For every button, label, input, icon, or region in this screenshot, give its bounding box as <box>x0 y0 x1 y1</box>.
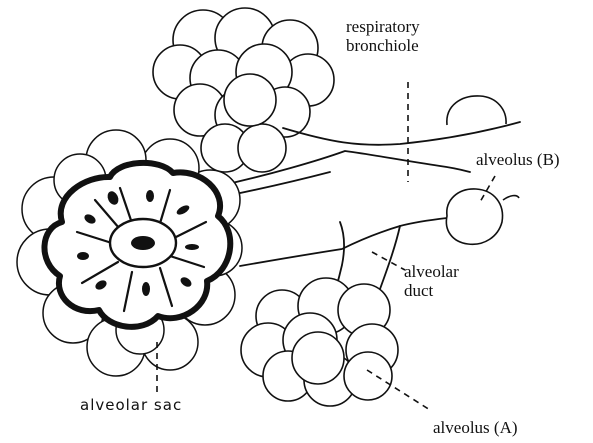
alveolus-top-front <box>224 74 276 126</box>
label-alveolus-a: alveolus (A) <box>433 419 518 438</box>
respiratory-bronchiole-upper-wall <box>283 122 520 145</box>
sac-duct-upper-wall <box>226 172 330 196</box>
label-respiratory-bronchiole-line2: bronchiole <box>346 37 420 56</box>
label-alveolar-duct-line2: duct <box>404 282 459 301</box>
label-alveolar-duct-line1: alveolar <box>404 263 459 282</box>
sac-duct-lower-wall <box>240 226 400 266</box>
label-alveolar-sac: alveolar sac <box>80 397 182 414</box>
alveolar-duct-right-wall <box>400 218 447 226</box>
alveolar-sac-section <box>44 163 230 327</box>
alveolus-a-shape <box>292 332 344 384</box>
alveolar-cluster-bottom <box>241 278 398 406</box>
label-respiratory-bronchiole: respiratory bronchiole <box>346 18 420 55</box>
label-alveolus-b: alveolus (B) <box>476 151 560 170</box>
label-respiratory-bronchiole-line1: respiratory <box>346 18 420 37</box>
label-alveolar-duct: alveolar duct <box>404 263 459 300</box>
alveolus-b-shape <box>446 96 519 244</box>
